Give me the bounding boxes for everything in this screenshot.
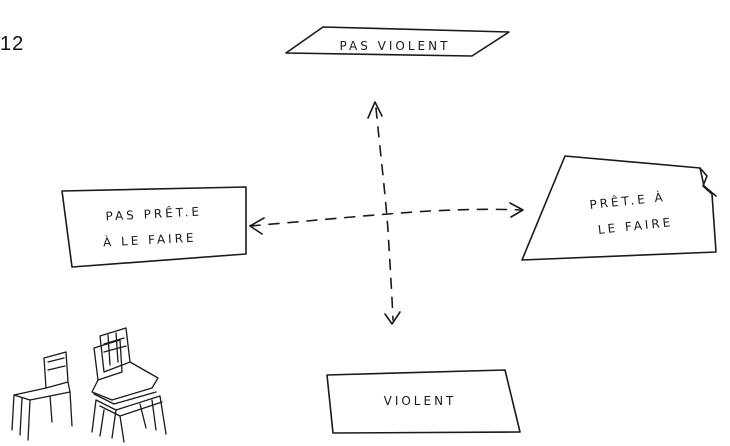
arrow-up-icon bbox=[367, 101, 383, 119]
card-left-label-line2: À LE FAIRE bbox=[103, 230, 197, 250]
card-left: PAS PRÊT.E À LE FAIRE bbox=[61, 186, 247, 268]
card-top-label: PAS VIOLENT bbox=[340, 39, 451, 53]
card-bottom: VIOLENT bbox=[326, 369, 521, 434]
arrow-left-icon bbox=[249, 217, 265, 235]
arrow-down-icon bbox=[384, 311, 401, 325]
arrow-right-icon bbox=[509, 202, 524, 218]
card-top: PAS VIOLENT bbox=[285, 26, 510, 57]
chairs-icon bbox=[11, 327, 167, 443]
card-left-label-line1: PAS PRÊT.E bbox=[105, 203, 202, 223]
card-right: PRÊT.E À LE FAIRE bbox=[521, 155, 717, 261]
axes bbox=[249, 101, 524, 325]
card-right-fold bbox=[699, 167, 717, 197]
vertical-axis bbox=[375, 107, 394, 321]
page-number: 12 bbox=[0, 33, 25, 55]
card-bottom-label: VIOLENT bbox=[384, 394, 457, 408]
